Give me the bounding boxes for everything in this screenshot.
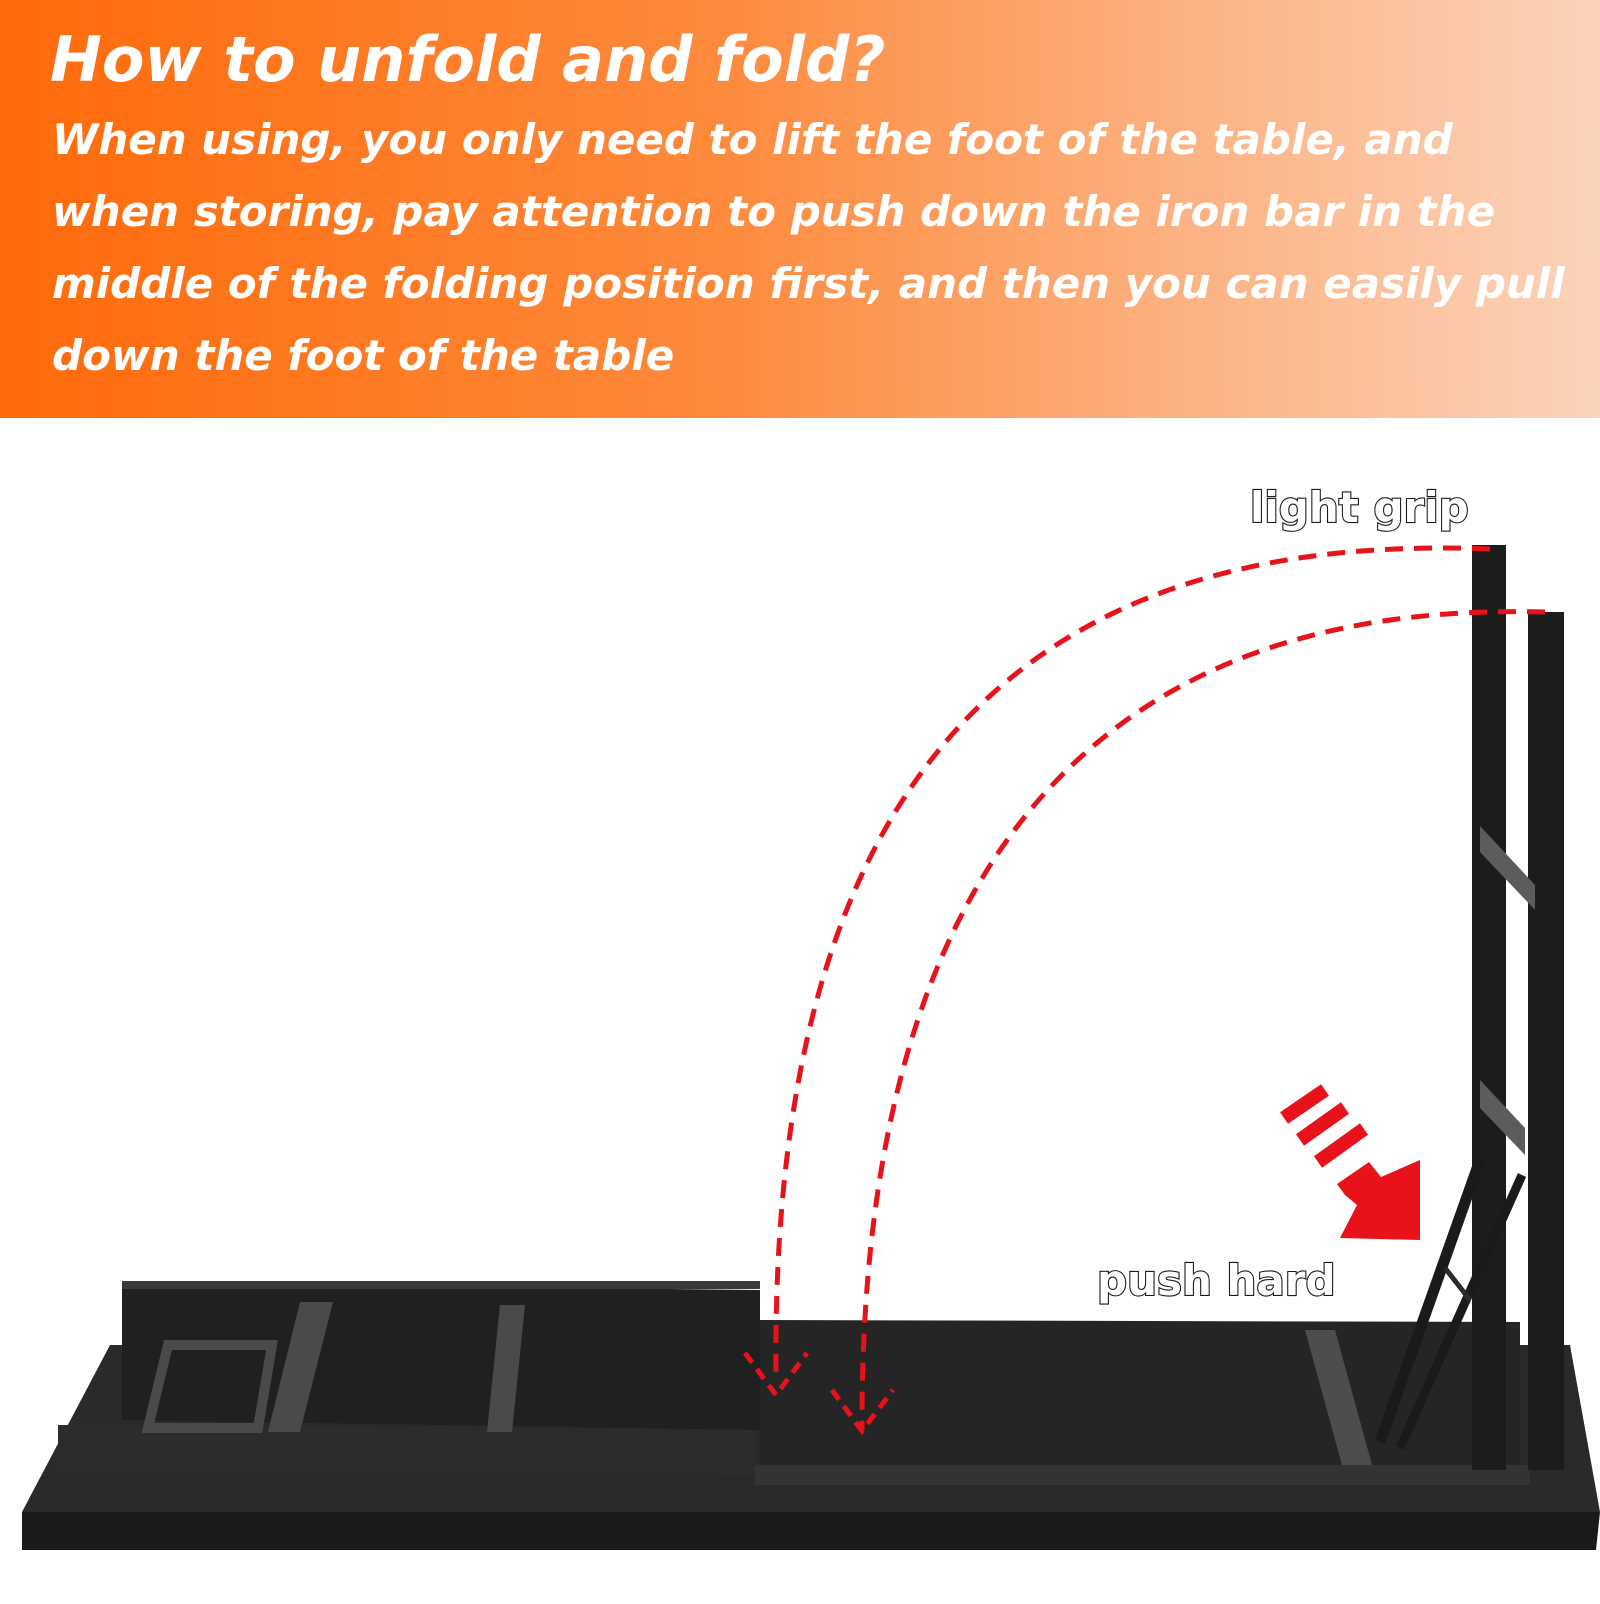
right-apron-back: [760, 1320, 1520, 1470]
fold-arc-inner: [859, 609, 1546, 1431]
leg-crossbar-upper: [1480, 826, 1535, 910]
instruction-text: When using, you only need to lift the fo…: [52, 115, 1565, 380]
folding-iron-bar-support: [1395, 1173, 1527, 1450]
left-apron-top-edge: [122, 1281, 760, 1289]
fold-arc-outer: [773, 545, 1491, 1376]
left-crossbar-frame: [141, 1340, 278, 1433]
upright-leg-back: [1472, 545, 1506, 1470]
left-apron-front: [58, 1425, 755, 1475]
arc-arrowhead-inner: [829, 1388, 895, 1436]
arc-arrowhead-outer: [742, 1351, 810, 1400]
folding-iron-bar: [1374, 1158, 1486, 1444]
light-grip-label: light grip: [1250, 483, 1469, 532]
left-folded-leg-brace: [268, 1302, 333, 1432]
instruction-banner: How to unfold and fold? When using, you …: [0, 0, 1600, 418]
push-hard-label: push hard: [1097, 1256, 1336, 1305]
table-top-edge: [22, 1512, 1600, 1550]
table-illustration: light grip push hard: [22, 482, 1600, 1550]
folding-hinge-link: [1443, 1266, 1472, 1302]
upright-leg-front: [1528, 612, 1564, 1470]
left-folded-leg-bar: [487, 1305, 525, 1432]
right-corner-brace: [1305, 1330, 1372, 1465]
page-title: How to unfold and fold?: [50, 23, 886, 96]
right-apron-front: [755, 1465, 1530, 1485]
left-apron-back: [122, 1283, 760, 1430]
folding-table-diagram: light grip push hard: [0, 418, 1600, 1600]
leg-crossbar-lower: [1480, 1080, 1525, 1155]
push-arrow-icon: [1280, 1084, 1420, 1240]
